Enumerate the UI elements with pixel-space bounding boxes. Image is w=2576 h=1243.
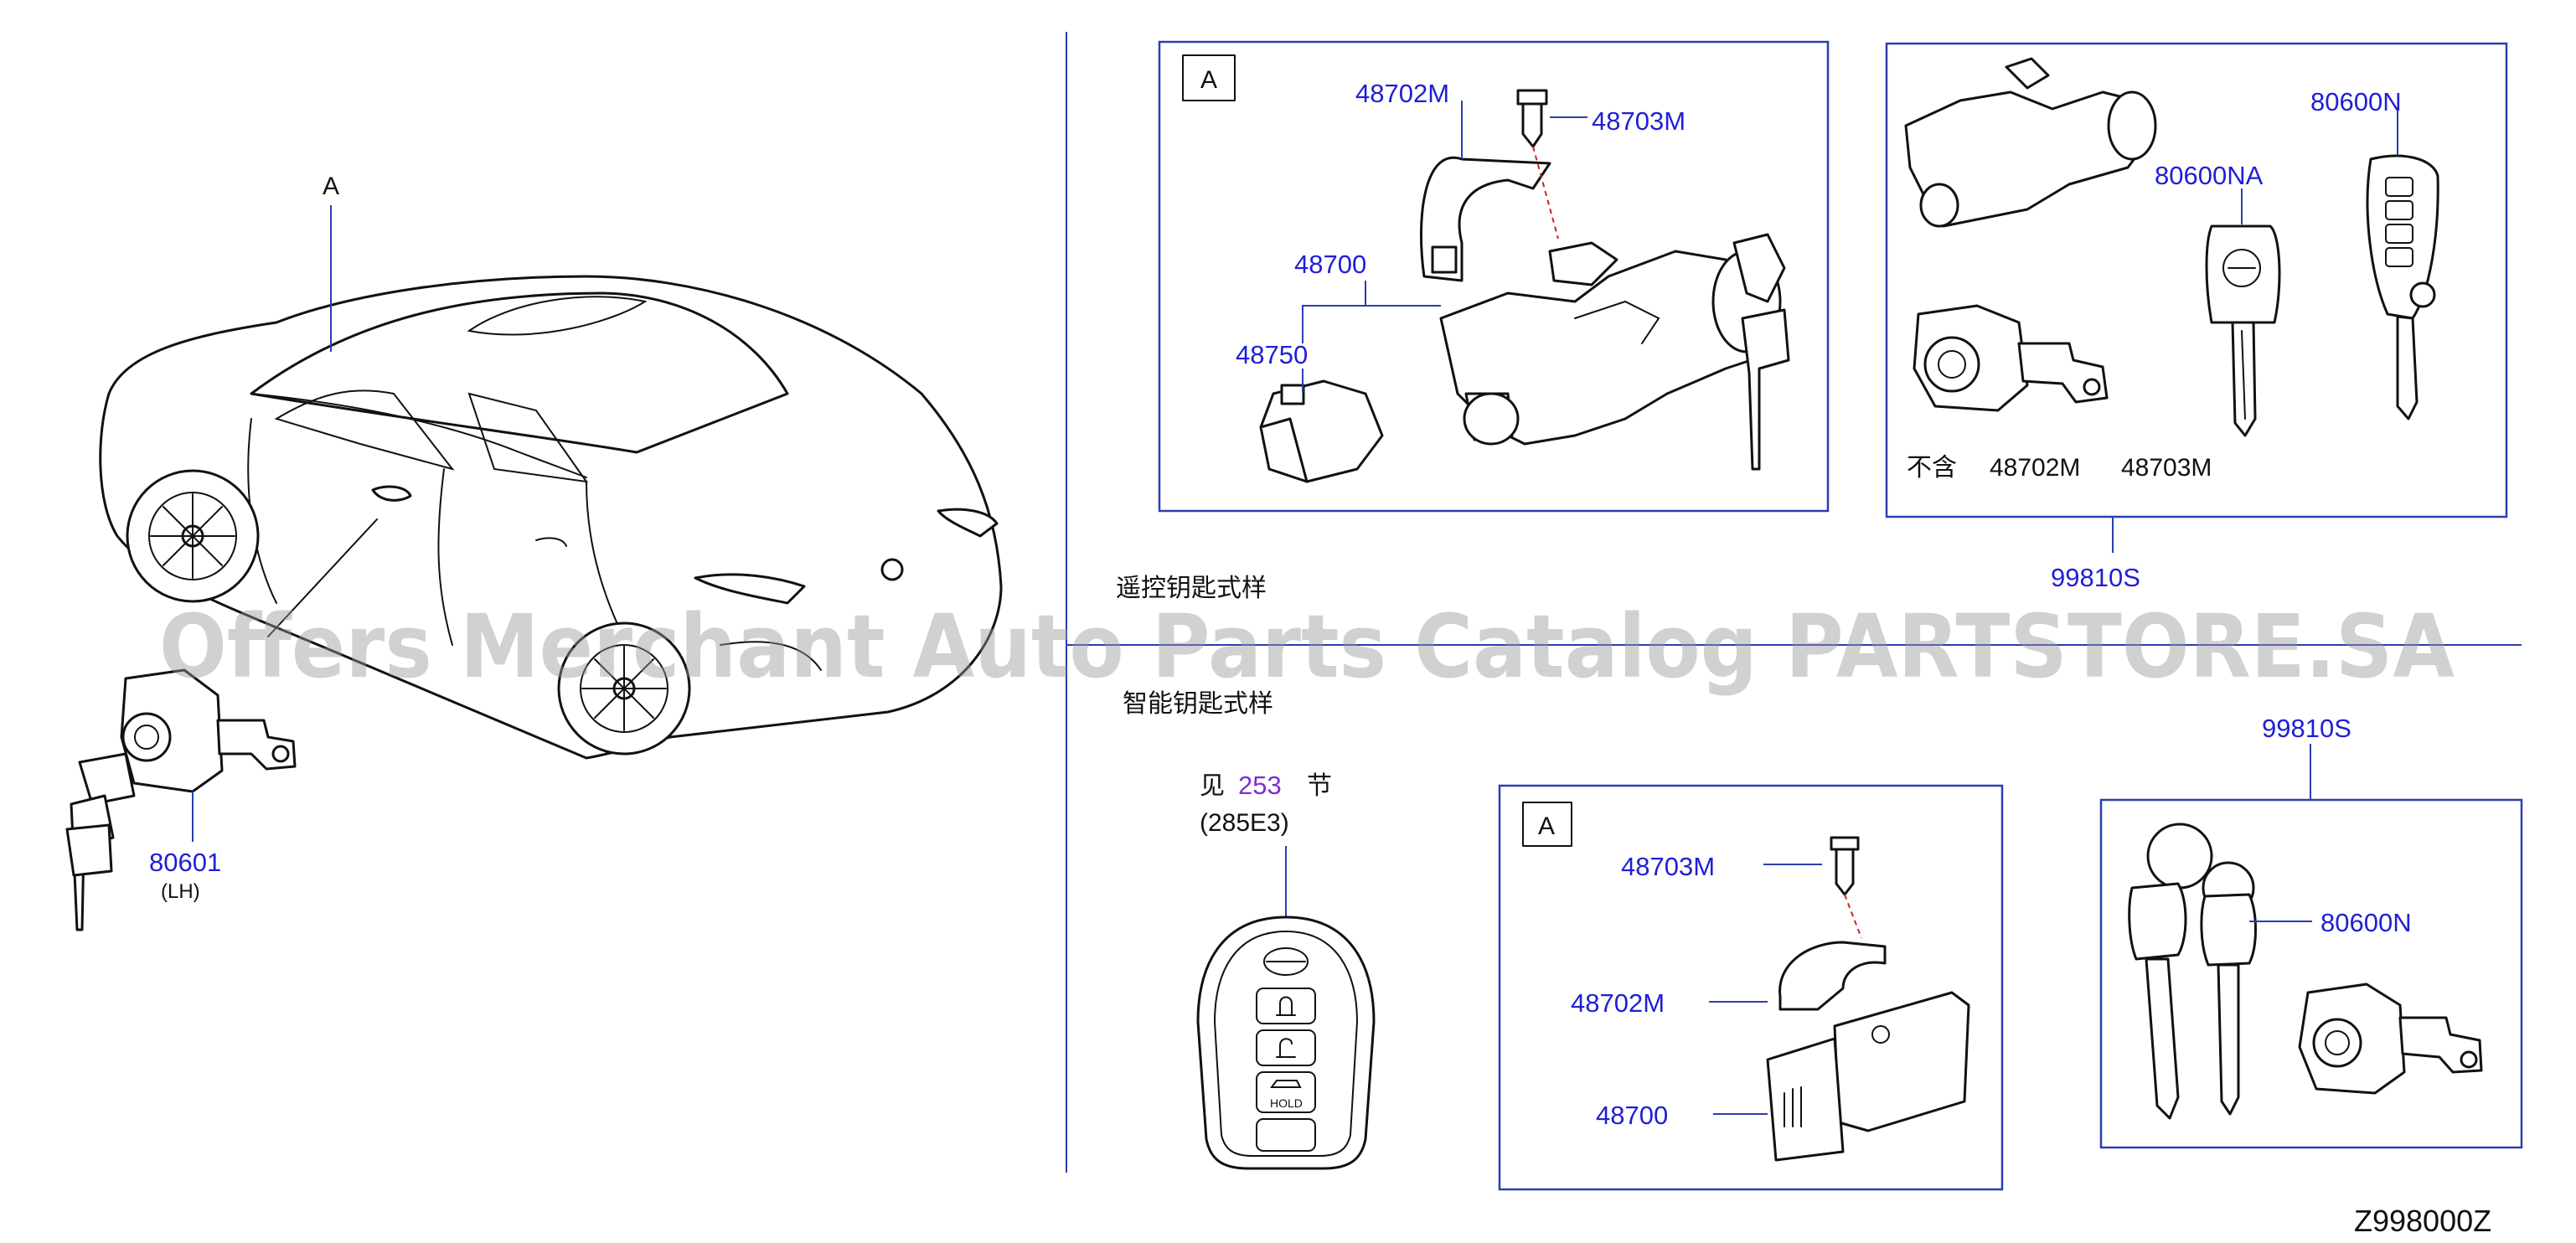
door-lock-cylinder-drawing bbox=[65, 668, 297, 931]
part-number-99810S-smart[interactable]: 99810S bbox=[2262, 714, 2351, 743]
part-number-80600N-smart[interactable]: 80600N bbox=[2320, 908, 2412, 937]
part-number-80600NA[interactable]: 80600NA bbox=[2155, 161, 2264, 190]
ignition-switch-drawing bbox=[1259, 89, 1790, 483]
vehicle-view-label: A bbox=[323, 173, 339, 200]
remote-detail-tag: A bbox=[1200, 66, 1217, 94]
remote-kit-drawing bbox=[1904, 57, 2439, 437]
smart-detail-tag-frame bbox=[1522, 802, 1572, 847]
fob-hold-label: HOLD bbox=[1270, 1096, 1303, 1110]
remote-key-section-title: 遥控钥匙式样 bbox=[1116, 574, 1267, 603]
smart-ignition-drawing bbox=[1766, 836, 1970, 1162]
remote-detail-tag-frame bbox=[1182, 54, 1236, 101]
smart-detail-tag: A bbox=[1538, 812, 1555, 840]
part-number-80600N-remote[interactable]: 80600N bbox=[2310, 87, 2402, 116]
part-number-48700-remote[interactable]: 48700 bbox=[1294, 250, 1366, 279]
part-number-48750[interactable]: 48750 bbox=[1236, 340, 1308, 369]
part-number-48702M-smart[interactable]: 48702M bbox=[1571, 988, 1665, 1018]
smart-kit-box bbox=[2099, 798, 2523, 1149]
exclusion-prefix: 不含 bbox=[1907, 453, 1957, 482]
smart-kit-drawing bbox=[2128, 823, 2483, 1120]
excluded-part-48703M: 48703M bbox=[2121, 454, 2212, 482]
see-section-code: (285E3) bbox=[1200, 809, 1289, 837]
see-section-prefix: 见 bbox=[1200, 771, 1225, 801]
part-number-48703M-remote[interactable]: 48703M bbox=[1592, 106, 1685, 136]
see-section-link[interactable]: 253 bbox=[1238, 771, 1282, 800]
smart-detail-box bbox=[1498, 784, 2004, 1191]
excluded-part-48702M: 48702M bbox=[1990, 454, 2080, 482]
remote-kit-box bbox=[1885, 42, 2508, 518]
smart-key-fob-drawing bbox=[1196, 915, 1376, 1170]
remote-detail-box bbox=[1158, 40, 1830, 513]
part-note-lh: (LH) bbox=[161, 880, 200, 903]
see-section-suffix: 节 bbox=[1307, 771, 1332, 801]
part-number-48703M-smart[interactable]: 48703M bbox=[1621, 852, 1715, 881]
diagram-code: Z998000Z bbox=[2354, 1204, 2491, 1238]
part-number-80601[interactable]: 80601 bbox=[149, 848, 221, 877]
part-number-48700-smart[interactable]: 48700 bbox=[1596, 1101, 1668, 1130]
vehicle-illustration bbox=[99, 205, 1003, 760]
smart-key-section-title: 智能钥匙式样 bbox=[1123, 689, 1273, 719]
watermark-text: Offers Merchant Auto Parts Catalog PARTS… bbox=[159, 596, 2455, 698]
part-number-99810S-remote[interactable]: 99810S bbox=[2051, 563, 2140, 592]
part-number-48702M-remote[interactable]: 48702M bbox=[1355, 79, 1449, 108]
